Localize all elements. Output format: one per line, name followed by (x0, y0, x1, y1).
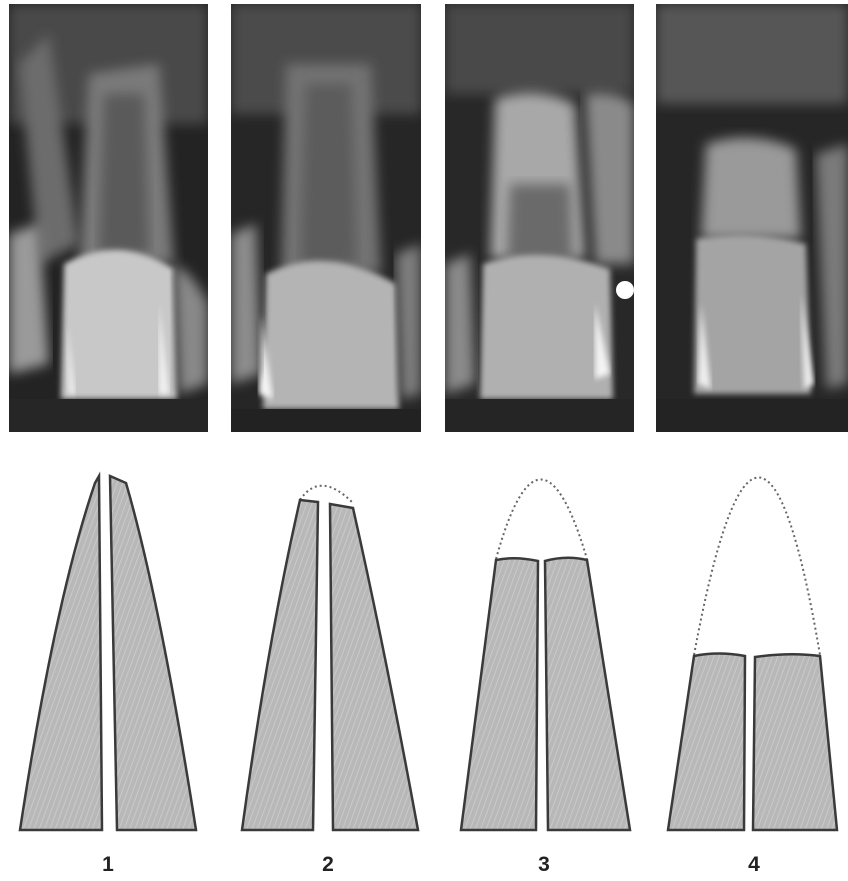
diagram-stage-3 (461, 480, 630, 831)
diagram-stage-4 (668, 478, 837, 831)
panel-label-3: 3 (524, 853, 564, 877)
diagram-stage-2 (242, 486, 418, 830)
diagram-stage-1 (20, 476, 196, 830)
panel-label-4: 4 (734, 853, 774, 877)
panel-label-1: 1 (88, 853, 128, 877)
panel-label-2: 2 (308, 853, 348, 877)
